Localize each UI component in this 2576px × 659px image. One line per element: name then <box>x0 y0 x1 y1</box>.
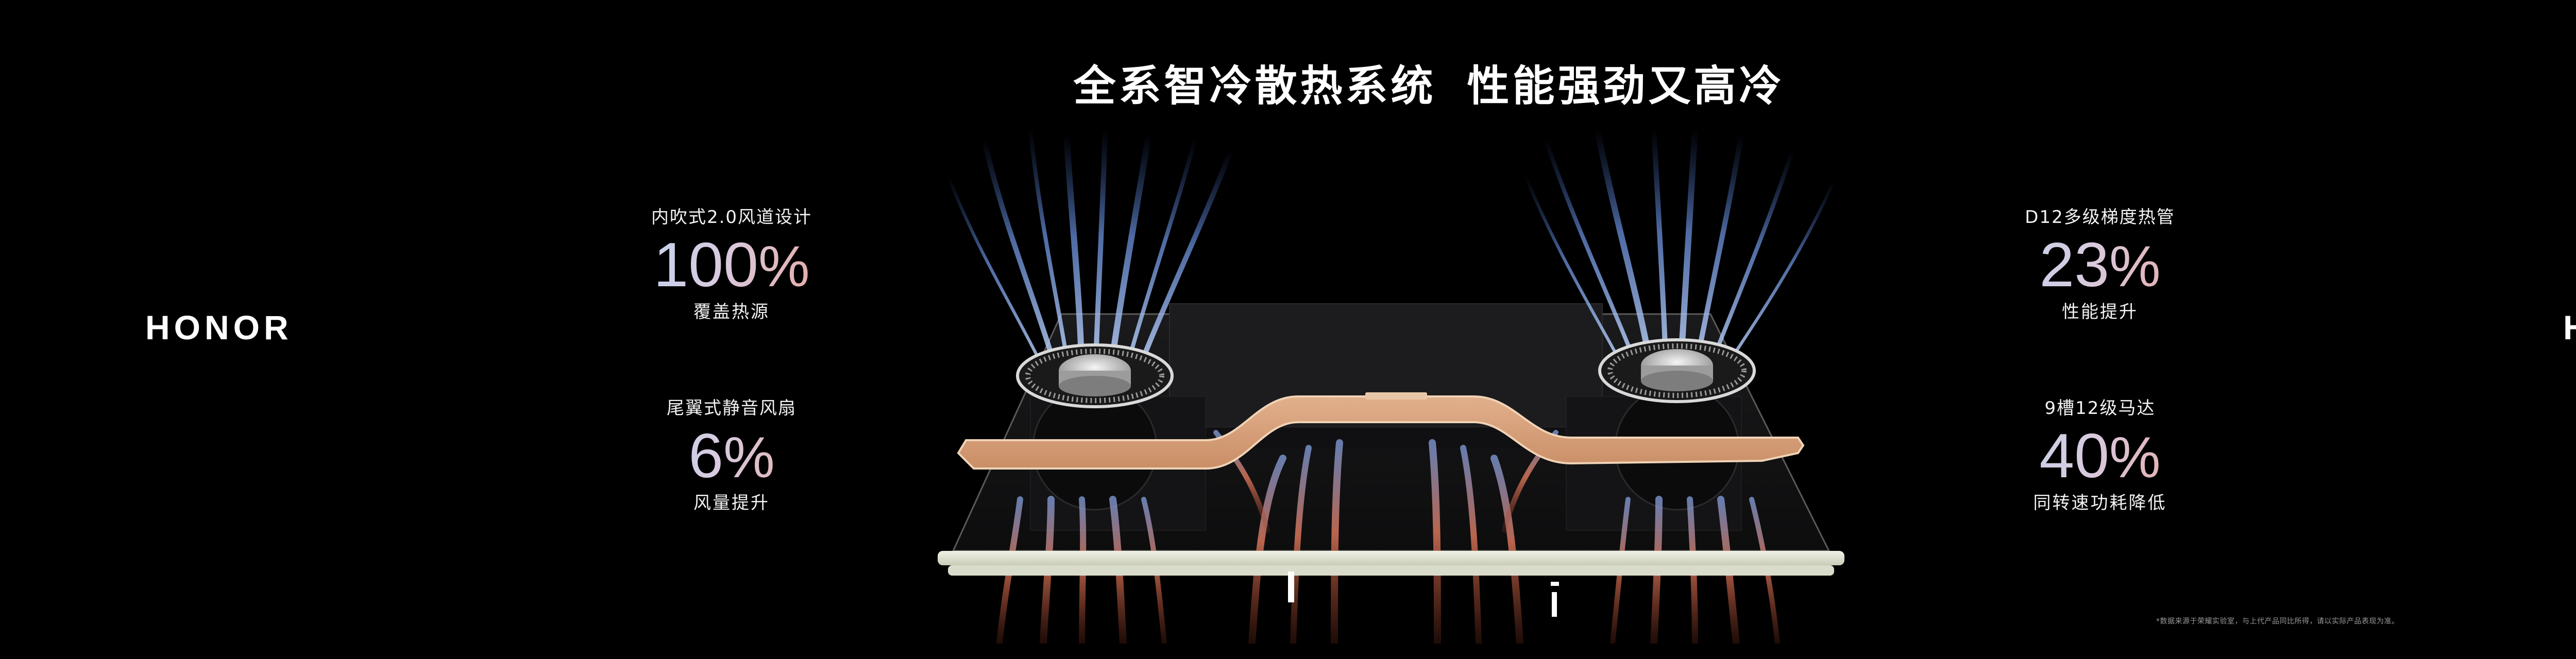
heat-pipe-icon <box>957 392 1805 470</box>
stat-value: 40% <box>1971 423 2229 491</box>
footnote-disclaimer: *数据来源于荣耀实验室，与上代产品同比所得，请以实际产品表现为准。 <box>2156 617 2399 626</box>
cooling-system-illustration <box>938 129 1844 644</box>
stat-motor: 9槽12级马达 40% 同转速功耗降低 <box>1971 398 2229 513</box>
chassis-edge <box>938 551 1844 617</box>
page-title: 全系智冷散热系统性能强劲又高冷 <box>0 51 2576 113</box>
stat-value: 100% <box>603 232 860 300</box>
stat-silent-fan: 尾翼式静音风扇 6% 风量提升 <box>603 398 860 513</box>
fan-right-icon <box>1598 338 1756 403</box>
stat-caption: 风量提升 <box>693 493 770 513</box>
honor-logo-left: HONOR <box>145 308 293 346</box>
stat-label: 尾翼式静音风扇 <box>667 398 796 419</box>
headline-part1: 全系智冷散热系统 <box>1073 62 1436 111</box>
headline-part2: 性能强劲又高冷 <box>1467 62 1785 111</box>
fan-left-icon <box>1016 343 1174 408</box>
honor-logo-right: HONOR <box>2563 308 2576 347</box>
stat-caption: 覆盖热源 <box>693 302 770 322</box>
stat-caption: 同转速功耗降低 <box>2033 493 2167 513</box>
stat-label: D12多级梯度热管 <box>2025 207 2175 228</box>
stat-caption: 性能提升 <box>2062 302 2138 322</box>
stat-heat-pipe: D12多级梯度热管 23% 性能提升 <box>1971 207 2229 322</box>
stat-value: 6% <box>603 423 860 491</box>
stat-airflow-design: 内吹式2.0风道设计 100% 覆盖热源 <box>603 207 860 322</box>
stat-label: 9槽12级马达 <box>2044 398 2156 419</box>
stat-label: 内吹式2.0风道设计 <box>651 207 812 228</box>
stat-value: 23% <box>1971 232 2229 300</box>
